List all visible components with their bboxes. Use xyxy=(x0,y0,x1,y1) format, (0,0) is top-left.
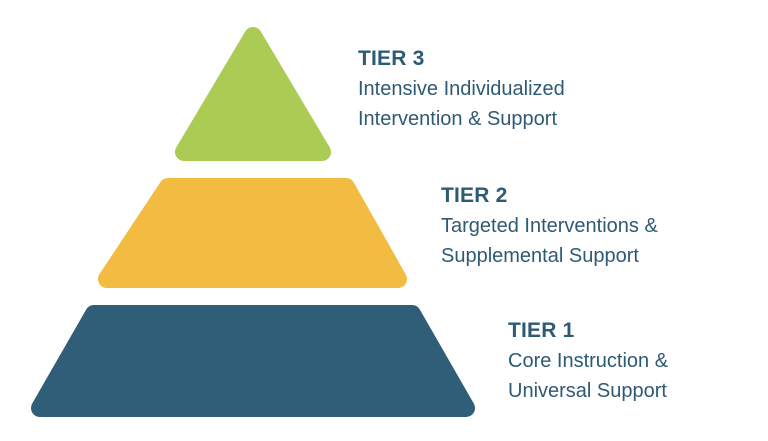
tier2-label: TIER 2 xyxy=(441,184,508,207)
tier3-description-line1: Intensive Individualized xyxy=(358,78,565,100)
tier1-trapezoid-shape xyxy=(31,305,475,417)
tier3-description-line2: Intervention & Support xyxy=(358,108,558,130)
tier1-label: TIER 1 xyxy=(508,319,575,342)
tier3-triangle-shape xyxy=(175,27,331,161)
tier2-description-line2: Supplemental Support xyxy=(441,245,639,267)
tier3-text-block: TIER 3 Intensive Individualized Interven… xyxy=(358,44,565,134)
tier3-label: TIER 3 xyxy=(358,47,425,70)
tier1-text-block: TIER 1 Core Instruction & Universal Supp… xyxy=(508,316,668,406)
tier1-description-line1: Core Instruction & xyxy=(508,350,669,372)
tier1-description-line2: Universal Support xyxy=(508,380,667,402)
tier2-trapezoid-shape xyxy=(98,178,407,288)
tier2-description-line1: Targeted Interventions & xyxy=(441,215,658,237)
tier2-text-block: TIER 2 Targeted Interventions & Suppleme… xyxy=(441,181,658,271)
